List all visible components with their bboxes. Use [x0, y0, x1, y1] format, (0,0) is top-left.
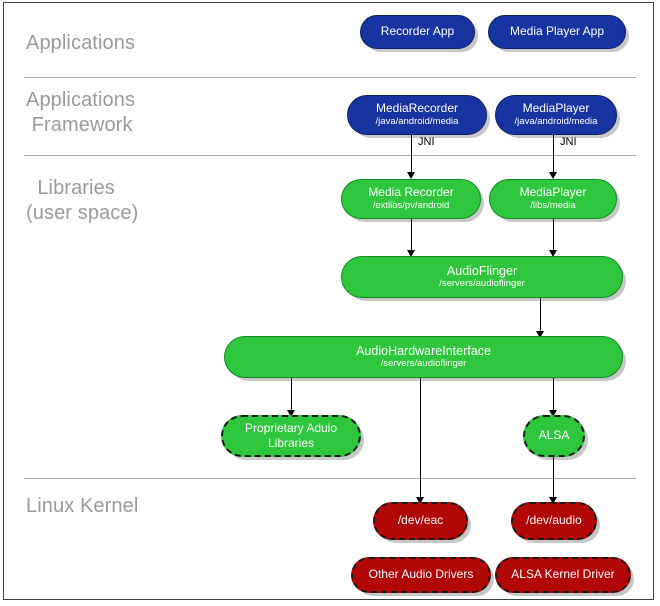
- node-media-player-framework-title: MediaPlayer: [522, 101, 590, 116]
- node-media-recorder-framework-title: MediaRecorder: [375, 101, 459, 116]
- node-audio-hardware-interface-title: AudioHardwareInterface: [356, 344, 491, 359]
- node-media-player-library-path: /libs/media: [530, 199, 576, 211]
- node-alsa-kernel-driver[interactable]: ALSA Kernel Driver: [495, 557, 631, 593]
- node-media-player-framework[interactable]: MediaPlayer /java/android/media: [495, 95, 617, 135]
- divider-applications: [24, 77, 636, 78]
- arrowhead-audiohardwareinterface-to-alsa: [549, 410, 557, 417]
- connector-audiohardwareinterface-to-proprietary-libs: [291, 378, 292, 415]
- node-dev-audio-title: /dev/audio: [526, 513, 582, 528]
- node-dev-audio[interactable]: /dev/audio: [511, 502, 597, 540]
- connector-media-recorder-to-audioflinger: [411, 219, 412, 255]
- node-media-player-app-title: Media Player App: [509, 24, 605, 39]
- arrowhead-media-player-to-audioflinger: [549, 250, 557, 257]
- arrowhead-audiohardwareinterface-to-proprietary-libs: [287, 410, 295, 417]
- connector-audioflinger-to-audiohardwareinterface: [540, 298, 541, 336]
- arrowhead-media-recorder-to-audioflinger: [407, 250, 415, 257]
- node-other-audio-drivers[interactable]: Other Audio Drivers: [351, 557, 491, 593]
- node-dev-eac-title: /dev/eac: [397, 513, 444, 528]
- jni-label-right: JNI: [560, 136, 577, 148]
- divider-applications-framework: [24, 155, 636, 156]
- node-media-player-framework-path: /java/android/media: [514, 115, 598, 127]
- node-audio-flinger[interactable]: AudioFlinger /servers/audioflinger: [341, 256, 623, 298]
- node-audio-flinger-path: /servers/audioflinger: [439, 278, 525, 290]
- layer-label-applications-framework: Applications Framework: [26, 89, 136, 136]
- node-media-recorder-framework-path: /java/android/media: [375, 115, 459, 127]
- node-media-recorder-library-title: Media Recorder: [368, 185, 454, 200]
- connector-media-player-jni: [553, 135, 554, 178]
- node-media-player-app[interactable]: Media Player App: [488, 15, 626, 49]
- arrowhead-alsa-to-dev-audio: [549, 497, 557, 504]
- node-alsa-kernel-driver-title: ALSA Kernel Driver: [511, 567, 615, 582]
- connector-media-recorder-jni: [411, 135, 412, 178]
- node-alsa-title: ALSA: [538, 428, 570, 443]
- node-proprietary-audio-libraries-subtitle: Libraries: [267, 435, 315, 450]
- arrowhead-media-recorder-jni: [407, 172, 415, 179]
- node-recorder-app-title: Recorder App: [380, 24, 455, 39]
- connector-audiohardwareinterface-to-dev-eac: [420, 378, 421, 502]
- layer-label-applications: Applications: [26, 32, 136, 54]
- jni-label-left: JNI: [418, 136, 435, 148]
- node-media-player-library-title: MediaPlayer: [519, 185, 587, 200]
- layer-label-libraries: Libraries (user space): [26, 177, 139, 224]
- layer-label-linux-kernel: Linux Kernel: [26, 495, 139, 517]
- arrowhead-media-player-jni: [549, 172, 557, 179]
- node-proprietary-audio-libraries[interactable]: Proprietary Aduio Libraries: [221, 415, 361, 457]
- node-audio-flinger-title: AudioFlinger: [446, 264, 518, 279]
- node-media-player-library[interactable]: MediaPlayer /libs/media: [489, 179, 617, 219]
- connector-media-player-to-audioflinger: [553, 219, 554, 255]
- node-audio-hardware-interface-path: /servers/audioflinger: [380, 358, 467, 370]
- node-recorder-app[interactable]: Recorder App: [360, 15, 475, 49]
- node-alsa[interactable]: ALSA: [523, 415, 585, 457]
- arrowhead-audiohardwareinterface-to-dev-eac: [416, 497, 424, 504]
- node-other-audio-drivers-title: Other Audio Drivers: [368, 567, 474, 582]
- connector-audiohardwareinterface-to-alsa: [553, 378, 554, 415]
- node-dev-eac[interactable]: /dev/eac: [373, 502, 468, 540]
- divider-linux-kernel: [24, 478, 636, 479]
- node-audio-hardware-interface[interactable]: AudioHardwareInterface /servers/audiofli…: [224, 336, 623, 378]
- node-media-recorder-library-path: /extlibs/pv/android: [372, 199, 450, 211]
- node-proprietary-audio-libraries-title: Proprietary Aduio: [244, 421, 338, 436]
- node-media-recorder-library[interactable]: Media Recorder /extlibs/pv/android: [341, 179, 481, 219]
- node-media-recorder-framework[interactable]: MediaRecorder /java/android/media: [347, 95, 487, 135]
- connector-alsa-to-dev-audio: [553, 457, 554, 502]
- arrowhead-audioflinger-to-audiohardwareinterface: [536, 331, 544, 338]
